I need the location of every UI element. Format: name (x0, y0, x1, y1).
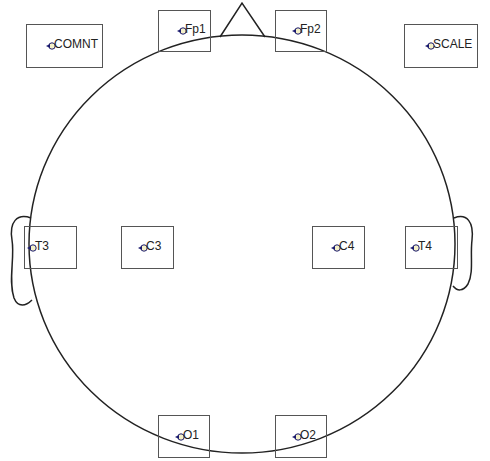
electrode-label: O1 (183, 428, 199, 442)
electrode-box: Fp1 (158, 10, 211, 52)
electrode-box: SCALE (404, 24, 478, 68)
electrode-pointer (46, 44, 50, 48)
electrode-pointer (410, 246, 414, 250)
electrode-box: C4 (312, 226, 365, 269)
electrode-pointer (177, 29, 181, 33)
electrode-label: C3 (146, 239, 161, 253)
electrode-pointer (292, 29, 296, 33)
electrode-pointer (331, 246, 335, 250)
electrode-pointer (292, 435, 296, 439)
electrode-box: Fp2 (275, 10, 327, 52)
electrode-label: Fp1 (185, 22, 206, 36)
scalp-circle (29, 35, 455, 453)
electrode-box: O2 (275, 415, 327, 458)
electrode-pointer (138, 246, 142, 250)
electrode-label: COMNT (54, 37, 98, 51)
right-ear (453, 217, 472, 290)
electrode-label: C4 (339, 239, 354, 253)
electrode-box: O1 (158, 415, 210, 458)
electrode-label: T3 (35, 239, 49, 253)
electrode-pointer (27, 246, 31, 250)
electrode-label: Fp2 (300, 22, 321, 36)
nose (220, 3, 265, 37)
electrode-box: C3 (121, 226, 174, 269)
electrode-pointer (175, 435, 179, 439)
electrode-label: O2 (300, 428, 316, 442)
electrode-label: T4 (418, 239, 432, 253)
electrode-label: SCALE (433, 37, 472, 51)
electrode-pointer (425, 44, 429, 48)
left-ear (11, 217, 32, 305)
electrode-box: COMNT (26, 24, 103, 68)
electrode-box: T4 (405, 226, 458, 269)
electrode-box: T3 (24, 226, 77, 269)
